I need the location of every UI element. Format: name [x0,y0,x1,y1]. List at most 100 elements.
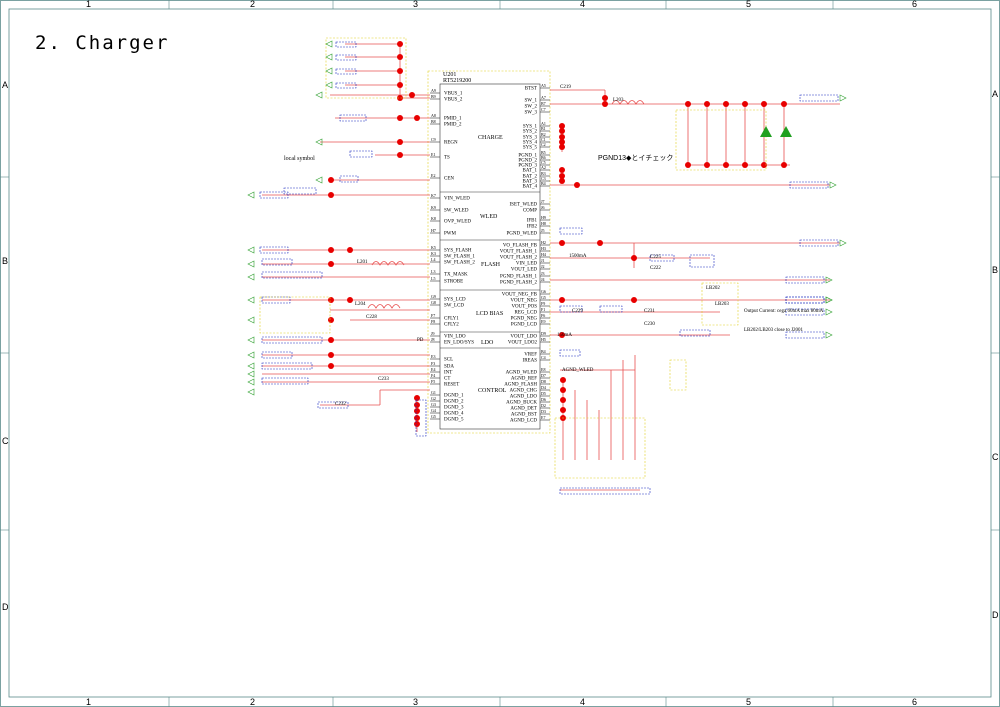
pin-signal: SW_LCD [444,304,464,309]
pin-number: C9 [431,137,436,142]
c230-ref: C230 [644,322,655,327]
pin-signal: IREAS [523,359,538,364]
section-lcd-bias: LCD BIAS [476,311,503,317]
pin-number: G3 [431,402,436,407]
pin-number: E1 [431,152,435,157]
pin-signal: VOUT_LDO2 [508,341,538,346]
junction-dot [559,139,565,145]
pin-number: B1 [541,126,546,131]
pin-number: D8 [541,379,546,384]
net-port [785,308,833,316]
c225-ref: C225 [650,255,661,260]
pin-number: E9 [541,319,545,324]
pin-signal: VIN_LDO [444,335,466,340]
pin-signal: AGND_BUCK [506,401,537,406]
net-port [247,316,255,324]
pin-number: D7 [541,373,546,378]
junction-dot [559,128,565,134]
pin-number: K5 [431,245,436,250]
pin-number: J1 [541,258,545,263]
pin-number: J5 [541,228,545,233]
junction-dot [328,297,334,303]
junction-dot [704,101,710,107]
pin-signal: VIN_WLED [444,197,470,202]
junction-dot [602,101,608,107]
pin-number: H8 [541,221,546,226]
junction-dot [597,240,603,246]
pin-number: J8 [431,337,435,342]
output-current-note: Output Current: cega 60mA max 80mA [744,309,824,314]
pin-signal: SW_FLASH_1 [444,255,475,260]
pin-number: E7 [541,415,545,420]
junction-dot [347,297,353,303]
net-port [247,351,255,359]
pin-signal: BAT_2 [523,175,538,180]
junction-dot [559,240,565,246]
c233-ref: C233 [378,377,389,382]
pin-signal: DGND_2 [444,400,464,405]
junction-dot [328,192,334,198]
l201-ref: L201 [357,260,368,265]
row-markers-right: A B C D [992,89,999,620]
pin-signal: AGND_FLASH [504,383,537,388]
junction-dots [328,41,787,427]
column-markers-bottom: 1 2 3 4 5 6 [86,697,917,707]
agnd-label: AGND_WLED [562,368,594,373]
pin-signal: VOUT_FLASH_2 [500,256,538,261]
pin-number: H2 [541,240,546,245]
pin-signal: SW_WLED [444,209,469,214]
page-title: 2. Charger [35,32,169,54]
pin-signal: AGND_LDO [510,395,538,400]
pin-number: D6 [541,397,546,402]
pin-signal: VREF [524,353,537,358]
net-port [247,246,255,254]
net-port [785,296,833,304]
pin-signal: SW_1 [525,99,538,104]
pin-signal: PMID_2 [444,123,462,128]
pin-number: A1 [541,121,546,126]
pin-number: J7 [541,199,545,204]
pin-number: B4 [541,181,546,186]
net-port [315,138,323,146]
net-ports-right [785,94,847,339]
row-label: C [992,452,999,462]
pin-signal: IFB2 [527,225,538,230]
junction-dot [414,395,420,401]
pin-signal: PGND_WLED [506,232,537,237]
pin-signal: AGND_DET [510,407,537,412]
pin-number: J9 [431,331,435,336]
pin-number: F5 [431,379,435,384]
pin-signal: DGND_1 [444,394,464,399]
pin-signal: SW_3 [525,111,538,116]
junction-dot [414,402,420,408]
ic-left-pins: A9VBUS_1B9VBUS_2A8PMID_1B8PMID_2C9REGNE1… [430,88,475,423]
pin-number: D5 [541,391,546,396]
net-port [247,362,255,370]
pin-signal: CT [444,377,450,382]
col-label: 2 [250,697,255,707]
pin-signal: BAT_4 [523,185,538,190]
net-port [789,181,837,189]
lb-placement-note: LB202/LB203 close to J2001 [744,328,804,333]
junction-dot [685,101,691,107]
junction-dot [328,261,334,267]
c222-ref: C222 [650,266,661,271]
pin-number: L5 [431,276,435,281]
